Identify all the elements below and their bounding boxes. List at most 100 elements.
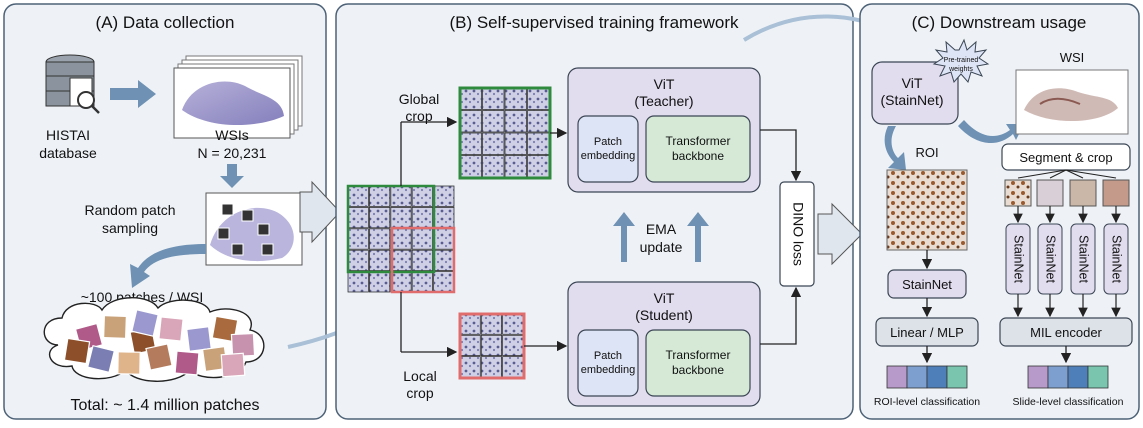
- feature-cell: [1087, 365, 1109, 389]
- cloud-patch: [131, 309, 159, 337]
- panel-c: (C) Downstream usage ViT (StainNet) Pre-…: [859, 3, 1140, 420]
- local-crop-patch: [459, 356, 481, 378]
- feature-cell: [1047, 365, 1069, 389]
- line-segment-to-tile: [1049, 169, 1067, 179]
- slide-stainnet-label: StainNet: [1012, 235, 1026, 283]
- grid-patch: [411, 228, 434, 250]
- teacher-label-2: (Teacher): [634, 93, 693, 109]
- ema-arrow-left: [613, 212, 635, 262]
- global-crop-patch: [482, 132, 505, 155]
- grid-patch: [433, 228, 455, 250]
- global-crop-patch: [527, 110, 550, 133]
- wsi-thumbnail-image: [1015, 69, 1129, 135]
- feature-cell: [946, 365, 968, 389]
- panel-b: (B) Self-supervised training framework G…: [335, 3, 854, 420]
- cloud-patch: [158, 316, 184, 342]
- arrow-b-to-c: [817, 202, 863, 266]
- grid-patch: [368, 228, 391, 250]
- database-label-1: HISTAI: [46, 127, 90, 143]
- global-crop-patch: [459, 110, 482, 133]
- cloud-patch: [117, 351, 141, 375]
- arrow-curved-sampling: [130, 244, 206, 288]
- global-crop-patch: [504, 132, 527, 155]
- arrow-vit-to-wsi: [958, 120, 1024, 144]
- roi-feature-vector: [886, 365, 968, 389]
- arrow-db-to-wsis: [110, 80, 156, 108]
- cloud-patch: [63, 337, 91, 365]
- grid-patch: [411, 206, 434, 229]
- grid-patch: [368, 249, 391, 271]
- student-transformer-backbone: [645, 329, 751, 397]
- student-patch-embedding: [577, 329, 639, 397]
- stainnet-vit-box: [871, 61, 959, 125]
- panel-a: (A) Data collection HISTAI database WSIs…: [3, 3, 327, 420]
- feature-cell: [906, 365, 928, 389]
- grid-patch: [433, 206, 455, 229]
- slide-tile: [1102, 179, 1130, 207]
- slide-stainnet-label: StainNet: [1077, 235, 1091, 283]
- cloud-patch: [86, 344, 116, 374]
- teacher-transformer-backbone: [645, 115, 751, 183]
- global-crop-label-1: Global: [399, 91, 439, 107]
- global-crop-label-2: crop: [405, 108, 432, 124]
- global-crop-patch: [504, 110, 527, 133]
- grid-patch: [433, 249, 455, 271]
- slide-classification-label: Slide-level classification: [1013, 396, 1124, 408]
- student-backbone-2: backbone: [672, 363, 724, 377]
- global-crop-patch: [482, 87, 505, 110]
- local-crop-patch: [502, 334, 524, 356]
- local-crop-patch: [502, 356, 524, 378]
- line-segment-to-tile: [1017, 169, 1067, 179]
- grid-patch: [347, 185, 369, 207]
- global-crop-patch: [482, 110, 505, 133]
- arrow-a-to-b: [299, 180, 341, 244]
- pretrained-label-1: Pre-trained: [944, 57, 979, 64]
- grid-patch: [411, 271, 434, 293]
- slide-stainnet-label: StainNet: [1110, 235, 1124, 283]
- local-crop-image: [459, 313, 524, 378]
- cloud-patch: [103, 315, 127, 339]
- roi-stainnet-label: StainNet: [902, 277, 952, 292]
- global-crop-patch: [527, 132, 550, 155]
- teacher-patch-emb-2: embedding: [581, 150, 635, 162]
- teacher-patch-emb-1: Patch: [594, 136, 622, 148]
- panel-a-title: (A) Data collection: [96, 13, 235, 32]
- mil-encoder-label: MIL encoder: [1030, 325, 1102, 340]
- slide-feature-vector: [1027, 365, 1109, 389]
- dino-loss-box: [779, 181, 815, 287]
- global-crop-patch: [504, 87, 527, 110]
- ema-label-2: update: [640, 239, 683, 255]
- teacher-patch-embedding: [577, 115, 639, 183]
- student-label-1: ViT: [654, 290, 675, 306]
- wsi-label: WSI: [1060, 50, 1085, 65]
- feature-cell: [886, 365, 908, 389]
- local-crop-patch: [480, 313, 502, 335]
- student-patch-emb-1: Patch: [594, 350, 622, 362]
- arrow-vit-to-roi: [884, 126, 906, 170]
- local-crop-patch: [480, 334, 502, 356]
- database-label-2: database: [39, 145, 97, 161]
- panel-c-title: (C) Downstream usage: [912, 13, 1087, 32]
- grid-patch: [390, 185, 412, 207]
- grid-patch: [390, 206, 412, 229]
- global-crop-patch: [504, 155, 527, 178]
- global-crop-patch: [459, 87, 482, 110]
- grid-patch: [433, 185, 455, 207]
- pretrained-label-2: weights: [948, 66, 973, 73]
- teacher-backbone-2: backbone: [672, 149, 724, 163]
- grid-patch: [390, 228, 412, 250]
- cloud-patch-collage: [63, 309, 256, 378]
- grid-patch: [390, 271, 412, 293]
- local-crop-patch: [480, 356, 502, 378]
- grid-patch: [368, 185, 391, 207]
- cloud-patch: [174, 350, 200, 376]
- local-crop-label-1: Local: [403, 368, 436, 384]
- total-patches: Total: ~ 1.4 million patches: [71, 397, 260, 414]
- global-crop-patch: [459, 132, 482, 155]
- cloud-patch: [186, 326, 212, 352]
- stainnet-vit-label-1: ViT: [902, 75, 923, 91]
- student-label-2: (Student): [635, 307, 693, 323]
- wsi-patch-sampling-image: [205, 192, 303, 266]
- global-crop-patch: [527, 87, 550, 110]
